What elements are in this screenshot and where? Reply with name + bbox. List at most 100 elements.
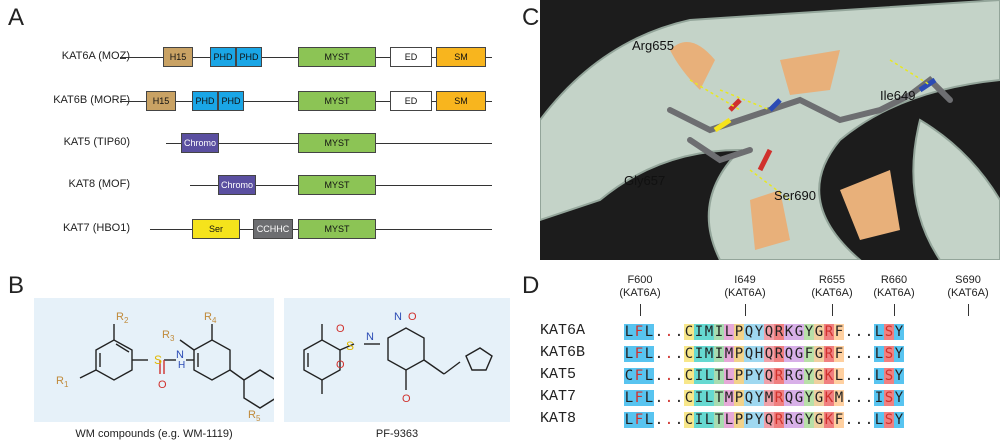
residue: G [794, 324, 804, 340]
residue: M [704, 324, 714, 340]
wm-compound-caption: WM compounds (e.g. WM-1119) [75, 428, 233, 440]
residue-protein: (KAT6A) [811, 287, 853, 299]
residue: L [644, 390, 654, 406]
residue: F [634, 346, 644, 362]
residue: C [684, 346, 694, 362]
protein-structure-image: Arg655 Ile649 Gly657 Ser690 [540, 0, 1000, 260]
residue: G [794, 368, 804, 384]
residue: Q [744, 390, 754, 406]
kat-name: KAT5 (TIP60) [63, 136, 130, 148]
residue: G [794, 390, 804, 406]
residue: Y [894, 412, 904, 428]
oxygen-label: O [158, 379, 167, 391]
residue: L [704, 412, 714, 428]
residue: . [854, 412, 864, 428]
residue: R [774, 324, 784, 340]
residue: L [624, 346, 634, 362]
residue-protein: (KAT6A) [873, 287, 915, 299]
residue: F [634, 368, 644, 384]
residue: C [624, 368, 634, 384]
residue: L [874, 412, 884, 428]
residue: Y [754, 390, 764, 406]
residue: L [644, 346, 654, 362]
residue: M [834, 390, 844, 406]
residue: L [724, 368, 734, 384]
domain-h15: H15 [146, 91, 176, 111]
residue: P [734, 324, 744, 340]
residue-header: R655(KAT6A) [802, 274, 862, 300]
residue: R [824, 324, 834, 340]
alignment-row-label: KAT7 [540, 388, 577, 405]
residue: L [874, 324, 884, 340]
r4-label: R4 [204, 311, 217, 325]
residue: . [674, 346, 684, 362]
residue: R [774, 368, 784, 384]
residue: . [674, 324, 684, 340]
residue: Y [804, 368, 814, 384]
r2-label: R2 [116, 311, 129, 325]
residue: L [704, 390, 714, 406]
domain-ed: ED [390, 91, 432, 111]
residue: L [834, 368, 844, 384]
panel-letter-d: D [522, 272, 540, 299]
domain-myst: MYST [298, 47, 376, 67]
pf9363-box: S N N O O O O [284, 298, 510, 422]
residue: M [724, 390, 734, 406]
residue: G [814, 346, 824, 362]
residue: G [814, 412, 824, 428]
residue: R [774, 412, 784, 428]
residue-header: R660(KAT6A) [864, 274, 924, 300]
residue: I [694, 412, 704, 428]
panel-letter-a: A [8, 4, 25, 31]
residue: P [734, 346, 744, 362]
residue: L [624, 412, 634, 428]
residue: R [774, 346, 784, 362]
residue: . [854, 324, 864, 340]
domain-h15: H15 [163, 47, 193, 67]
panel-letter-c: C [522, 4, 540, 31]
residue: F [634, 412, 644, 428]
residue: F [634, 324, 644, 340]
residue: . [674, 390, 684, 406]
domain-myst: MYST [298, 133, 376, 153]
residue-header: S690(KAT6A) [938, 274, 998, 300]
residue: L [724, 324, 734, 340]
residue: L [624, 390, 634, 406]
residue-protein: (KAT6A) [619, 287, 661, 299]
residue: Y [894, 368, 904, 384]
residue: L [644, 324, 654, 340]
residue-protein: (KAT6A) [947, 287, 989, 299]
residue: Q [744, 346, 754, 362]
residue: I [714, 346, 724, 362]
residue-tick [968, 304, 969, 316]
residue: . [654, 324, 664, 340]
residue: L [874, 368, 884, 384]
residue-tick [640, 304, 641, 316]
residue: T [714, 390, 724, 406]
residue: . [664, 346, 674, 362]
residue-name: R660 [880, 274, 908, 286]
residue: Y [804, 412, 814, 428]
residue-tick [832, 304, 833, 316]
wm-compound-box: S N H O R1 R2 R3 R4 R5 [34, 298, 277, 423]
residue: Y [754, 412, 764, 428]
residue: P [734, 390, 744, 406]
domain-ser: Ser [192, 219, 240, 239]
residue: L [624, 324, 634, 340]
residue-name: F600 [627, 274, 653, 286]
residue: G [794, 346, 804, 362]
residue: S [884, 368, 894, 384]
domain-sm: SM [436, 91, 486, 111]
residue: I [874, 390, 884, 406]
residue: . [854, 346, 864, 362]
residue: . [854, 368, 864, 384]
pf-oxygen2-label: O [336, 323, 345, 335]
residue: S [884, 324, 894, 340]
residue: . [674, 368, 684, 384]
